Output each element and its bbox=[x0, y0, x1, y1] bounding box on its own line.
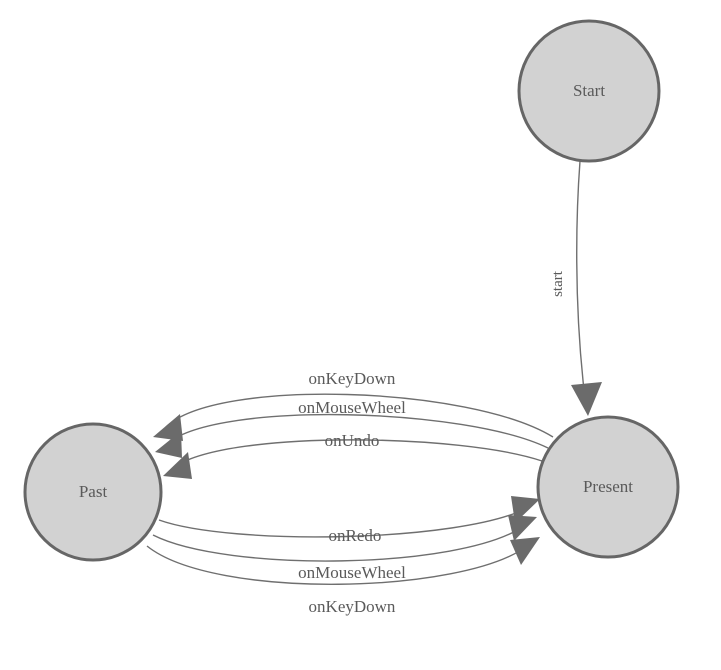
edge-present-to-past-onkeydown-arrowhead bbox=[153, 414, 183, 441]
edge-present-to-past-onkeydown-label: onKeyDown bbox=[309, 369, 396, 388]
edge-present-to-past-onkeydown[interactable]: onKeyDown bbox=[153, 369, 554, 441]
edge-start-to-present-arrowhead bbox=[571, 382, 602, 416]
node-start-label: Start bbox=[573, 81, 605, 100]
edge-past-to-present-onmousewheel[interactable]: onMouseWheel bbox=[152, 515, 537, 582]
edge-present-to-past-onmousewheel[interactable]: onMouseWheel bbox=[155, 398, 549, 458]
edge-present-to-past-onmousewheel-label: onMouseWheel bbox=[298, 398, 406, 417]
edge-past-to-present-onkeydown-line bbox=[146, 545, 528, 585]
edge-present-to-past-onmousewheel-line bbox=[167, 413, 549, 449]
edge-past-to-present-onkeydown[interactable]: onKeyDown bbox=[146, 537, 540, 616]
edge-past-to-present-onredo-line bbox=[158, 507, 528, 538]
edge-past-to-present-onmousewheel-label: onMouseWheel bbox=[298, 563, 406, 582]
node-present-label: Present bbox=[583, 477, 633, 496]
node-start[interactable]: Start bbox=[517, 19, 661, 163]
edge-present-to-past-onmousewheel-arrowhead bbox=[155, 431, 182, 458]
node-start-circle bbox=[517, 19, 661, 163]
edge-present-to-past-onundo[interactable]: onUndo bbox=[163, 431, 543, 479]
edge-start-to-present-line bbox=[576, 160, 585, 391]
edge-past-to-present-onkeydown-label: onKeyDown bbox=[309, 597, 396, 616]
edge-present-to-past-onundo-label: onUndo bbox=[325, 431, 380, 450]
edge-past-to-present-onmousewheel-line bbox=[152, 525, 525, 562]
node-present[interactable]: Present bbox=[536, 415, 680, 559]
edge-past-to-present-onkeydown-arrowhead bbox=[510, 537, 540, 565]
edge-present-to-past-onkeydown-line bbox=[165, 393, 554, 438]
edge-past-to-present-onredo[interactable]: onRedo bbox=[158, 496, 540, 545]
edge-present-to-past-onundo-arrowhead bbox=[163, 452, 192, 479]
node-present-circle bbox=[536, 415, 680, 559]
edge-start-to-present[interactable]: start bbox=[550, 160, 602, 416]
node-past[interactable]: Past bbox=[23, 422, 163, 562]
edge-present-to-past-onundo-line bbox=[175, 439, 543, 467]
edge-past-to-present-onmousewheel-arrowhead bbox=[508, 515, 537, 541]
edge-past-to-present-onredo-label: onRedo bbox=[329, 526, 382, 545]
edge-start-to-present-label: start bbox=[550, 270, 566, 297]
node-past-label: Past bbox=[79, 482, 108, 501]
node-past-circle bbox=[23, 422, 163, 562]
